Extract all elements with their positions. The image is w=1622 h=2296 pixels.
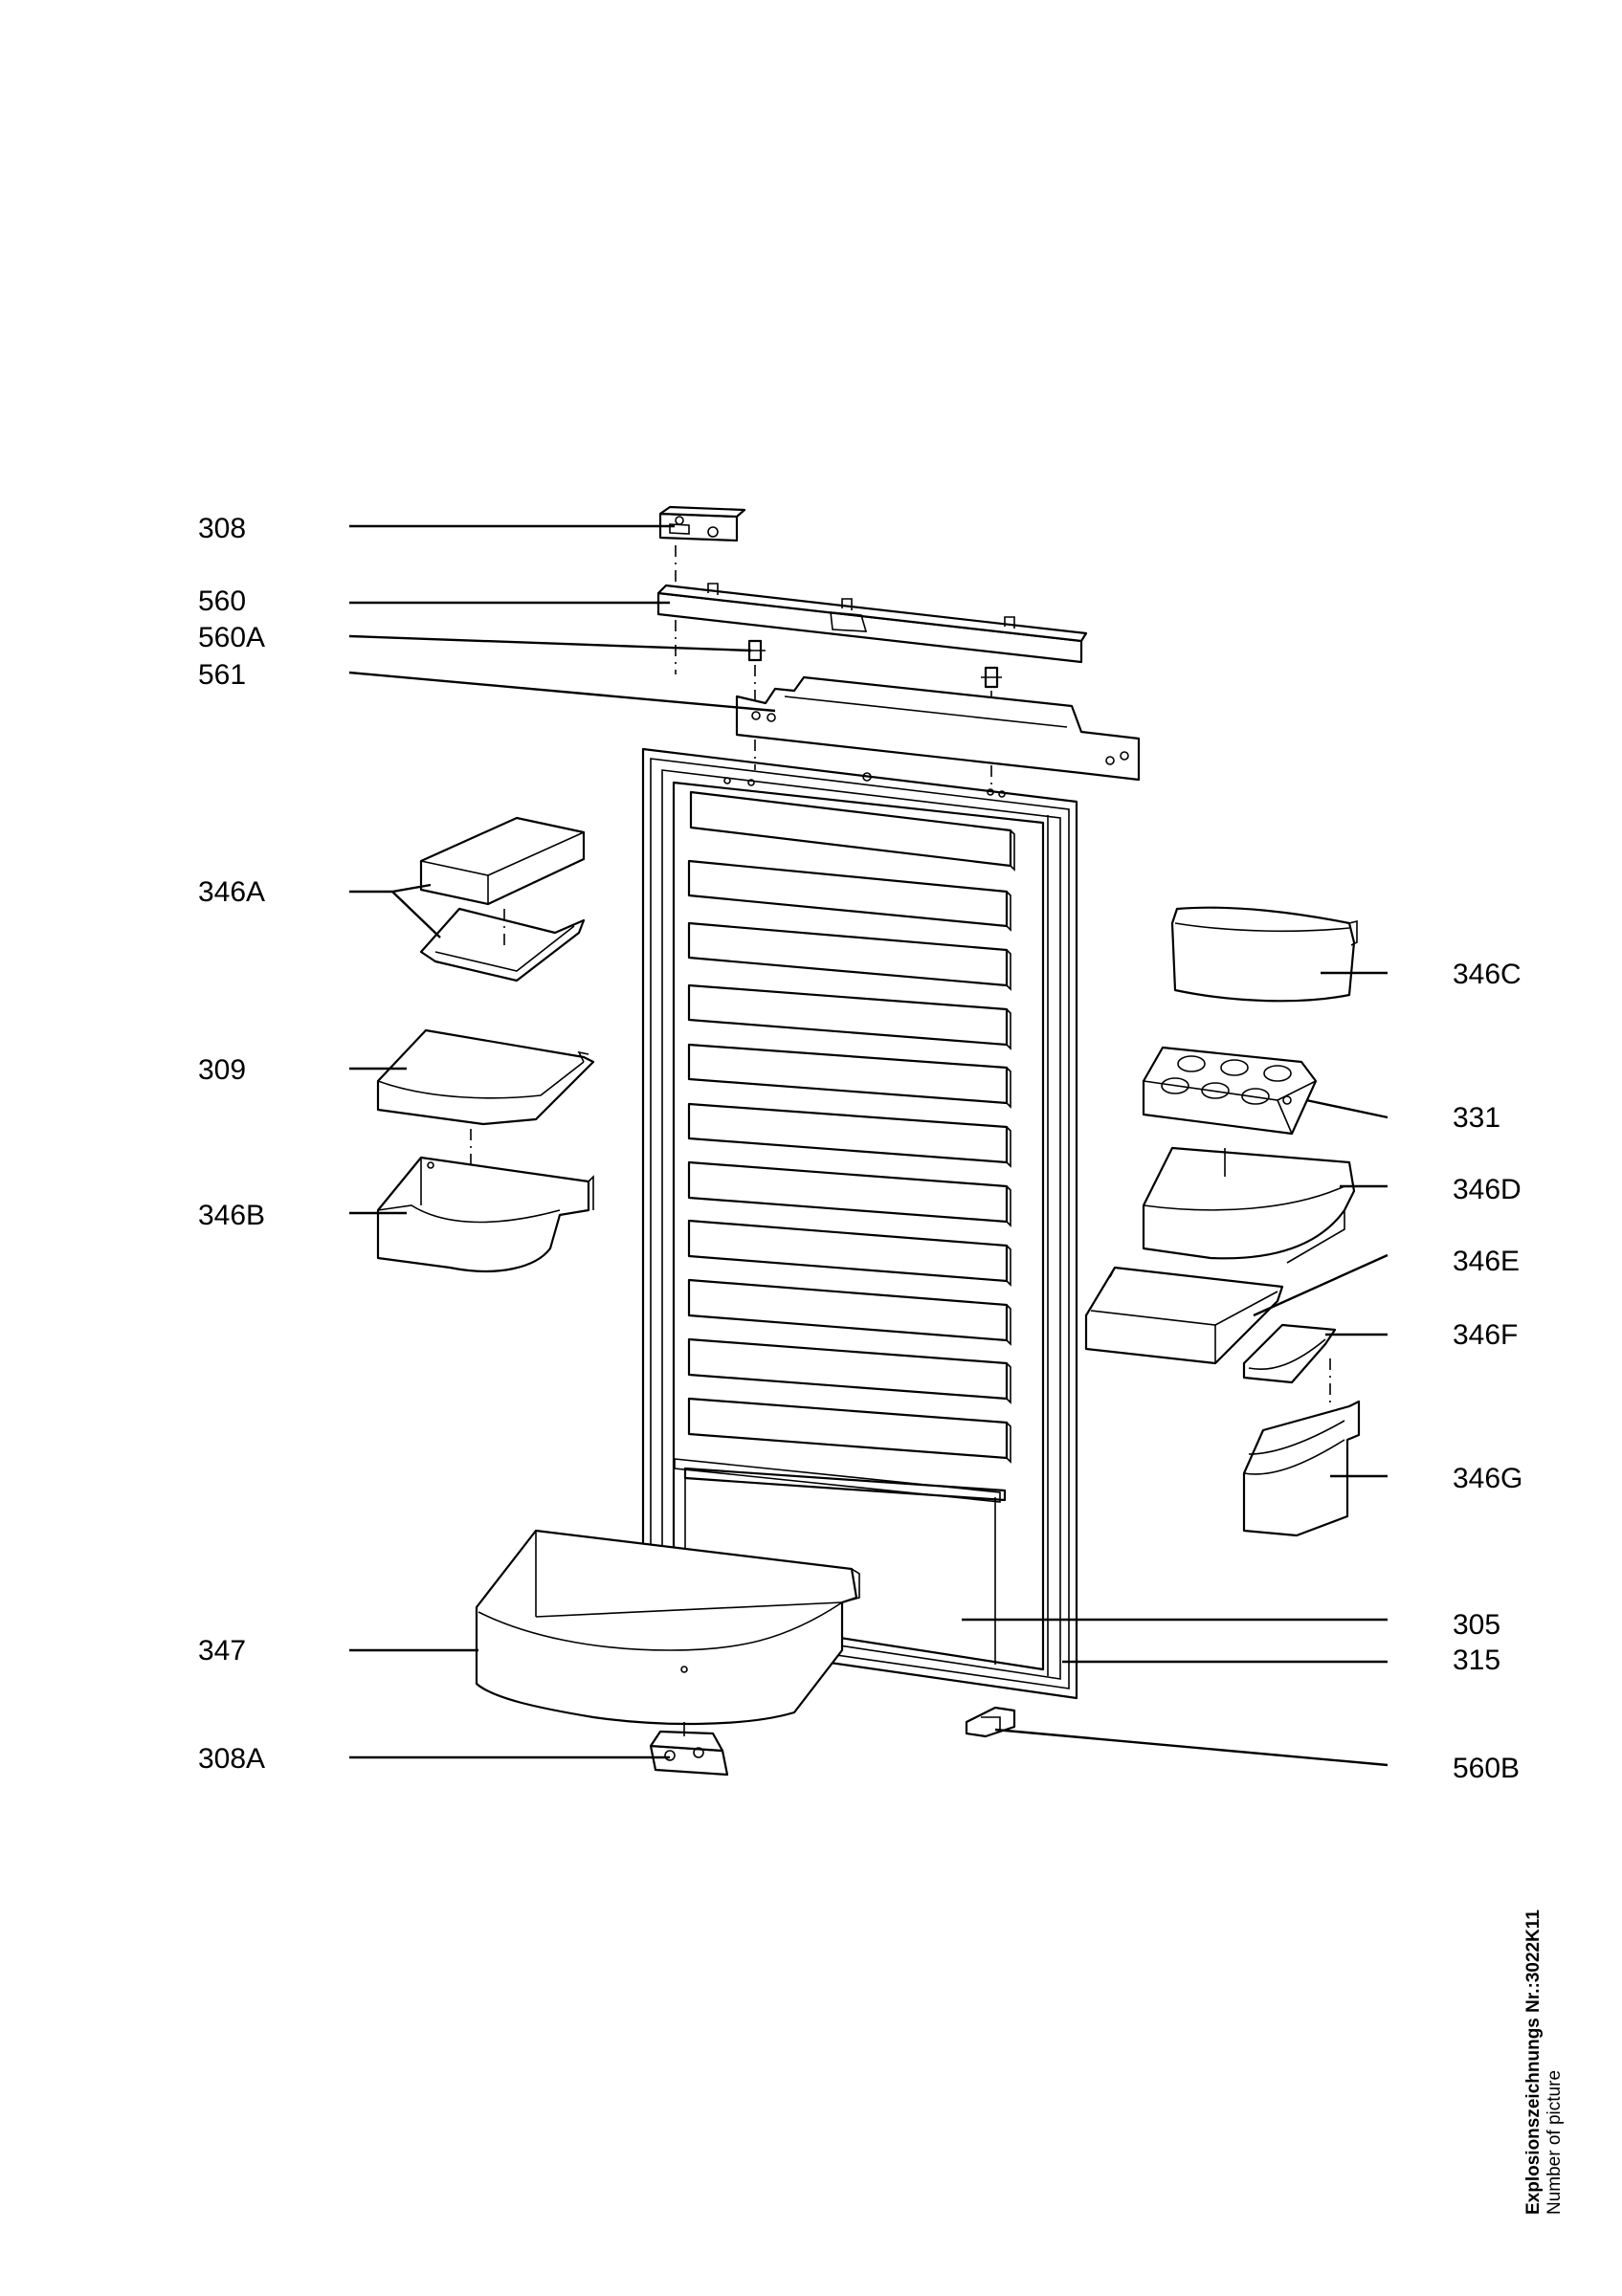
label-331: 331 — [1453, 1102, 1500, 1134]
hinge-308A — [649, 1722, 729, 1777]
door-assembly — [641, 747, 1078, 1700]
label-315: 315 — [1453, 1645, 1500, 1676]
label-346A: 346A — [198, 876, 265, 908]
label-309: 309 — [198, 1054, 246, 1086]
label-346B: 346B — [198, 1200, 265, 1231]
shelf-346E — [1084, 1266, 1284, 1365]
label-346F: 346F — [1453, 1319, 1518, 1351]
part-labels: 308 560 560A 561 346A 309 346B 347 308A … — [198, 513, 1522, 1784]
top-rail-560 — [656, 583, 1088, 664]
label-346D: 346D — [1453, 1174, 1522, 1205]
label-346G: 346G — [1453, 1463, 1522, 1494]
egg-tray-331 — [1142, 1046, 1318, 1136]
label-560A: 560A — [198, 622, 265, 653]
door-liner-ribs — [687, 790, 1015, 1464]
label-346C: 346C — [1453, 959, 1522, 990]
bin-lid-309 — [376, 1028, 595, 1126]
hinge-560B — [965, 1706, 1016, 1738]
shelf-346A — [419, 816, 586, 982]
label-346E: 346E — [1453, 1246, 1520, 1277]
leader-lines — [348, 524, 1389, 1767]
hinge-plate-561 — [735, 675, 1141, 782]
caption-subtitle: Number of picture — [1544, 2070, 1565, 2215]
label-560B: 560B — [1453, 1753, 1520, 1784]
label-305: 305 — [1453, 1609, 1500, 1641]
bin-347 — [475, 1529, 860, 1726]
label-308A: 308A — [198, 1743, 265, 1775]
bin-346D — [1142, 1146, 1356, 1264]
bin-346G — [1242, 1400, 1361, 1537]
label-347: 347 — [198, 1635, 246, 1667]
caption-title: Explosionszeichnungs Nr.:3022K11 — [1523, 1910, 1544, 2215]
bin-346B — [376, 1156, 594, 1273]
picture-number-caption: Explosionszeichnungs Nr.:3022K11 Number … — [1523, 1910, 1565, 2215]
bin-346C — [1170, 906, 1358, 1003]
label-560: 560 — [198, 585, 246, 617]
label-561: 561 — [198, 659, 246, 691]
hinge-308 — [658, 505, 746, 542]
screw-560A-right — [981, 666, 1002, 786]
label-308: 308 — [198, 513, 246, 544]
lid-346F — [1242, 1323, 1337, 1384]
